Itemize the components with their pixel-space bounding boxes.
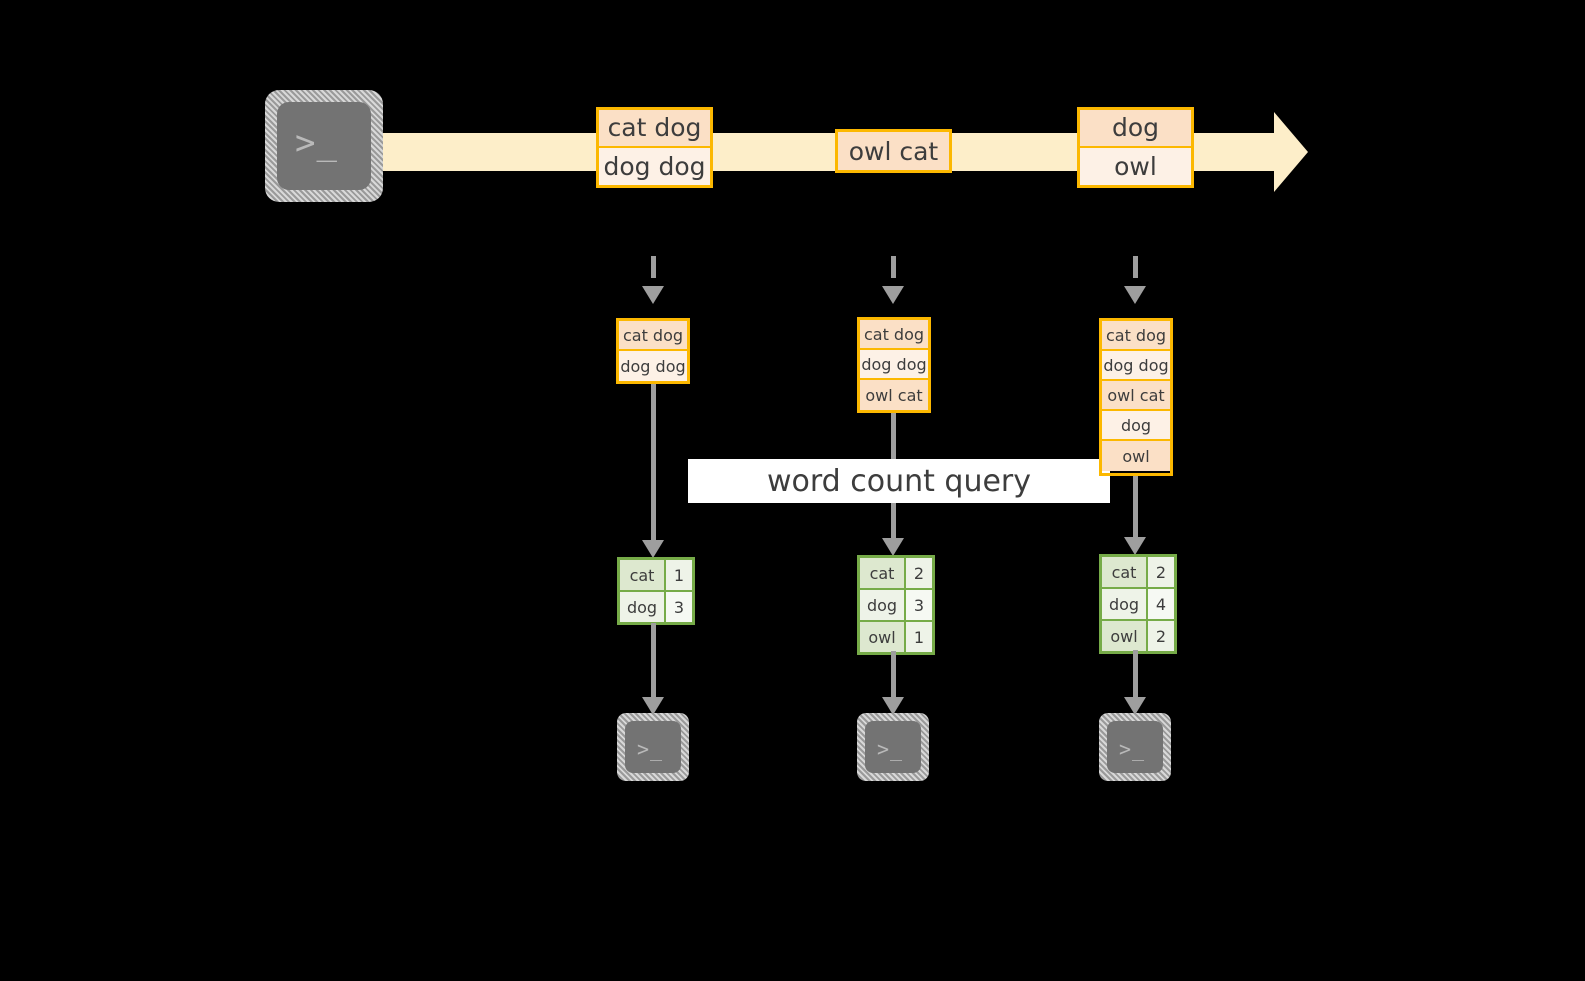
result-count: 3 <box>666 592 692 622</box>
input-record: dog dog <box>619 351 687 381</box>
input-record: owl <box>1102 441 1170 471</box>
sink-terminal-icon-t2: >_ <box>857 713 929 781</box>
arrowhead-icon-sink-t2 <box>882 697 904 715</box>
input-record: cat dog <box>860 320 928 350</box>
input-record: owl cat <box>1102 381 1170 411</box>
dashed-arrowhead-icon-t3 <box>1124 286 1146 304</box>
dashed-connector-t1 <box>651 256 656 286</box>
connector-result-to-sink-t3 <box>1133 650 1138 703</box>
table-row: cat 1 <box>620 560 692 592</box>
table-row: dog 4 <box>1102 589 1174 621</box>
input-record: owl cat <box>860 380 928 410</box>
connector-result-to-sink-t1 <box>651 623 656 703</box>
table-row: dog 3 <box>620 592 692 622</box>
stream-record-line: dog <box>1080 110 1191 148</box>
terminal-prompt-glyph: >_ <box>1119 737 1146 761</box>
dashed-arrowhead-icon-t2 <box>882 286 904 304</box>
result-count: 1 <box>666 560 692 590</box>
dashed-connector-t3 <box>1133 256 1138 286</box>
arrowhead-icon-sink-t3 <box>1124 697 1146 715</box>
input-record: cat dog <box>619 321 687 351</box>
arrowhead-icon-result-t2 <box>882 538 904 556</box>
result-count: 2 <box>906 558 932 588</box>
sink-terminal-icon-t3: >_ <box>1099 713 1171 781</box>
connector-result-to-sink-t2 <box>891 651 896 703</box>
result-word: cat <box>1102 557 1148 587</box>
arrowhead-icon-result-t3 <box>1124 537 1146 555</box>
table-row: cat 2 <box>1102 557 1174 589</box>
terminal-body <box>277 102 371 190</box>
input-stack-t2: cat dog dog dog owl cat <box>857 317 931 413</box>
table-row: dog 3 <box>860 590 932 622</box>
arrowhead-icon-sink-t1 <box>642 697 664 715</box>
result-table-t1: cat 1 dog 3 <box>617 557 695 625</box>
table-row: cat 2 <box>860 558 932 590</box>
source-terminal-icon: >_ <box>265 90 383 202</box>
table-row: owl 2 <box>1102 621 1174 651</box>
result-count: 1 <box>906 622 932 652</box>
sink-terminal-icon-t1: >_ <box>617 713 689 781</box>
stream-record-group-2: owl cat <box>835 129 952 173</box>
terminal-prompt-glyph: >_ <box>295 123 338 163</box>
query-label: word count query <box>688 459 1110 503</box>
result-word: owl <box>860 622 906 652</box>
result-word: dog <box>620 592 666 622</box>
input-stack-t1: cat dog dog dog <box>616 318 690 384</box>
result-count: 4 <box>1148 589 1174 619</box>
terminal-body <box>1107 721 1163 773</box>
table-row: owl 1 <box>860 622 932 652</box>
input-stack-t3: cat dog dog dog owl cat dog owl <box>1099 318 1173 476</box>
terminal-prompt-glyph: >_ <box>637 737 664 761</box>
stream-record-group-3: dog owl <box>1077 107 1194 188</box>
input-record: dog dog <box>860 350 928 380</box>
arrowhead-icon-result-t1 <box>642 540 664 558</box>
input-record: cat dog <box>1102 321 1170 351</box>
result-word: cat <box>620 560 666 590</box>
connector-input-to-result-t1 <box>651 384 656 540</box>
stream-record-line: owl cat <box>838 132 949 170</box>
result-word: cat <box>860 558 906 588</box>
result-count: 2 <box>1148 557 1174 587</box>
stream-record-line: dog dog <box>599 147 710 185</box>
result-word: dog <box>860 590 906 620</box>
result-count: 3 <box>906 590 932 620</box>
stream-record-group-1: cat dog dog dog <box>596 107 713 188</box>
stream-arrowhead-icon <box>1274 112 1308 192</box>
result-table-t3: cat 2 dog 4 owl 2 <box>1099 554 1177 654</box>
terminal-body <box>625 721 681 773</box>
result-word: owl <box>1102 621 1148 651</box>
terminal-prompt-glyph: >_ <box>877 737 904 761</box>
result-word: dog <box>1102 589 1148 619</box>
input-record: dog <box>1102 411 1170 441</box>
stream-record-line: owl <box>1080 147 1191 185</box>
result-count: 2 <box>1148 621 1174 651</box>
dashed-arrowhead-icon-t1 <box>642 286 664 304</box>
terminal-body <box>865 721 921 773</box>
dashed-connector-t2 <box>891 256 896 286</box>
connector-input-to-result-t3 <box>1133 475 1138 540</box>
result-table-t2: cat 2 dog 3 owl 1 <box>857 555 935 655</box>
stream-record-line: cat dog <box>599 110 710 148</box>
input-record: dog dog <box>1102 351 1170 381</box>
